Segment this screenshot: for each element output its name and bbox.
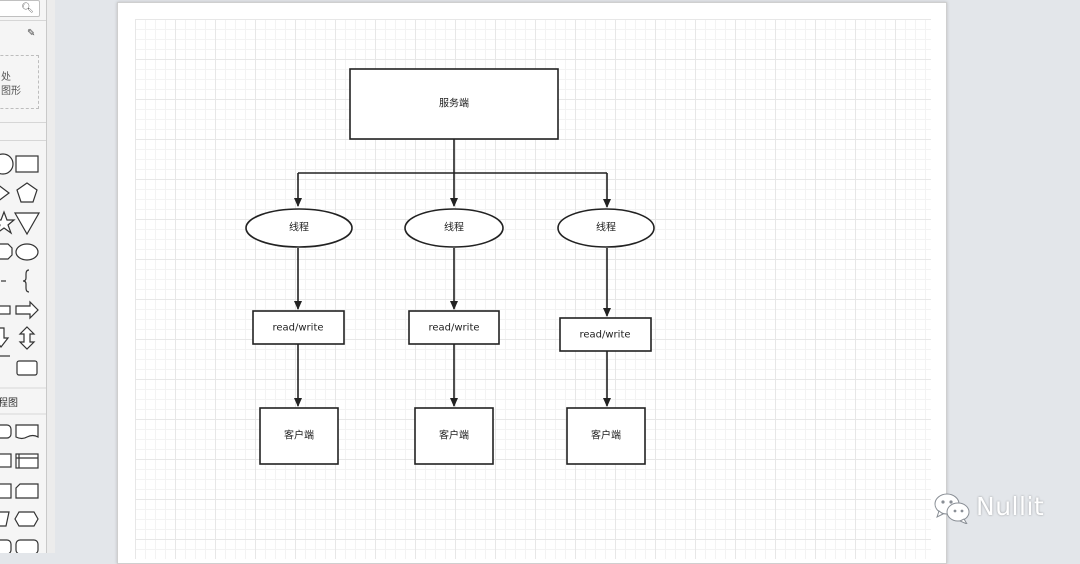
io-label: read/write — [272, 323, 323, 334]
scratchpad-drop-area[interactable]: 处 图形 — [0, 55, 39, 109]
shape-terminator[interactable] — [0, 424, 12, 439]
io-node-2[interactable] — [408, 310, 500, 345]
shape-process[interactable] — [0, 483, 12, 499]
shape-data[interactable] — [0, 511, 10, 527]
edit-icon[interactable]: ✎ — [27, 28, 36, 39]
diagram-page — [117, 2, 947, 564]
wechat-icon — [934, 493, 970, 524]
watermark-text: Nullit — [976, 492, 1045, 521]
search-icon[interactable]: 🔍︎ — [21, 3, 34, 14]
server-node[interactable] — [349, 68, 559, 140]
client-label: 客户端 — [591, 429, 621, 442]
sidebar-splitter[interactable] — [47, 0, 55, 553]
client-label: 客户端 — [284, 429, 314, 442]
sidebar-divider — [0, 20, 46, 21]
client-node-1[interactable] — [259, 407, 339, 465]
shape-rectangle[interactable] — [15, 155, 39, 173]
shape-bar[interactable] — [0, 305, 11, 315]
shape-rounded-block[interactable] — [0, 243, 13, 260]
thread-node-1[interactable] — [245, 208, 353, 248]
shape-arrow-down[interactable] — [0, 327, 10, 348]
shape-pentagon[interactable] — [16, 182, 38, 203]
shape-card[interactable] — [15, 483, 39, 499]
diagram-canvas[interactable] — [55, 0, 1080, 564]
shape-process[interactable] — [0, 453, 12, 468]
drop-hint-text-line2: 图形 — [1, 86, 21, 97]
shape-rounded-rectangle[interactable] — [15, 539, 39, 553]
thread-node-3[interactable] — [557, 208, 655, 248]
thread-node-2[interactable] — [404, 208, 504, 248]
shape-ellipse[interactable] — [0, 153, 14, 175]
client-node-2[interactable] — [414, 407, 494, 465]
shape-document[interactable] — [15, 424, 39, 440]
sidebar-divider — [0, 122, 46, 123]
shape-star[interactable] — [0, 210, 16, 235]
page-grid[interactable] — [135, 19, 931, 559]
thread-label: 线程 — [289, 221, 309, 234]
drop-hint-text-line1: 处 — [1, 72, 11, 83]
shape-arrow-right[interactable] — [15, 300, 39, 320]
shape-arrow-updown[interactable] — [18, 326, 36, 350]
thread-label: 线程 — [596, 221, 616, 234]
client-node-3[interactable] — [566, 407, 646, 465]
section-flowchart-title[interactable]: 程图 — [0, 398, 18, 409]
io-node-1[interactable] — [252, 310, 345, 345]
io-label: read/write — [428, 323, 479, 334]
shape-inverted-triangle[interactable] — [13, 212, 41, 236]
shape-rounded-rectangle[interactable] — [16, 360, 38, 376]
shape-terminator[interactable] — [0, 539, 12, 553]
shape-preparation[interactable] — [14, 511, 39, 527]
thread-label: 线程 — [444, 221, 464, 234]
shape-sidebar: 🔍︎ ✎ 处 图形 — [0, 0, 47, 553]
shape-curly-brace[interactable] — [22, 269, 30, 293]
server-label: 服务端 — [439, 97, 469, 110]
client-label: 客户端 — [439, 429, 469, 442]
sidebar-divider — [0, 140, 46, 141]
shape-search-input[interactable]: 🔍︎ — [0, 0, 40, 17]
io-label: read/write — [579, 330, 630, 341]
shape-palette — [0, 153, 46, 553]
shape-triangle[interactable] — [0, 184, 10, 202]
shape-cloud-ellipse[interactable] — [15, 243, 39, 261]
io-node-3[interactable] — [559, 317, 652, 352]
